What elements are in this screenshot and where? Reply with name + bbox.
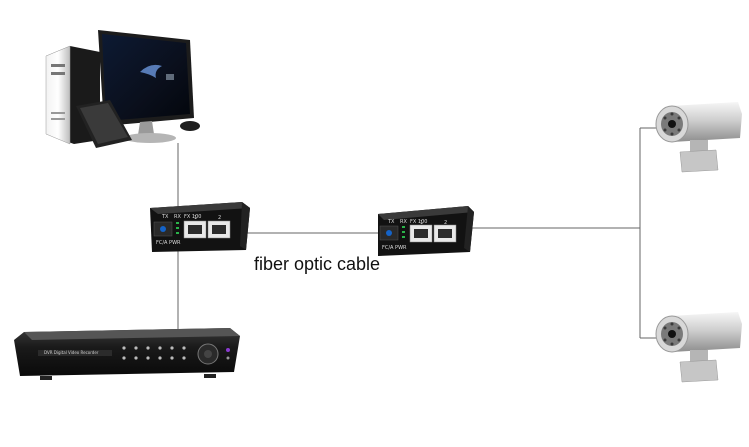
port-2-label: 2 <box>218 215 222 221</box>
rx-label: RX <box>174 214 181 220</box>
bottom-label: FC/A PWR <box>156 240 181 246</box>
cable-label: fiber optic cable <box>254 254 381 274</box>
tx-label: TX <box>388 219 395 225</box>
media-converter-right: TX RX FX 100 1 2 FC/A PWR <box>374 206 474 256</box>
port-1-label: 1 <box>420 220 424 226</box>
dvr-front-label: DVR Digital Video Recorder <box>44 350 99 355</box>
tx-label: TX <box>162 214 169 220</box>
dvr-body <box>14 328 240 380</box>
converter-body <box>378 206 474 256</box>
cctv-camera-top <box>655 102 742 173</box>
media-converter-left: TX RX FX 100 1 2 FC/A PWR <box>150 202 250 252</box>
fx-label: FX 100 <box>184 214 202 220</box>
port-1-label: 1 <box>194 215 198 221</box>
bottom-label: FC/A PWR <box>382 245 407 251</box>
converter-body <box>150 202 250 252</box>
dvr-recorder: DVR Digital Video Recorder <box>14 328 240 384</box>
fx-label: FX 100 <box>410 219 428 225</box>
rx-label: RX <box>400 219 407 225</box>
port-2-label: 2 <box>444 220 448 226</box>
cctv-camera-bottom <box>655 312 742 383</box>
computer-icon <box>45 30 200 148</box>
